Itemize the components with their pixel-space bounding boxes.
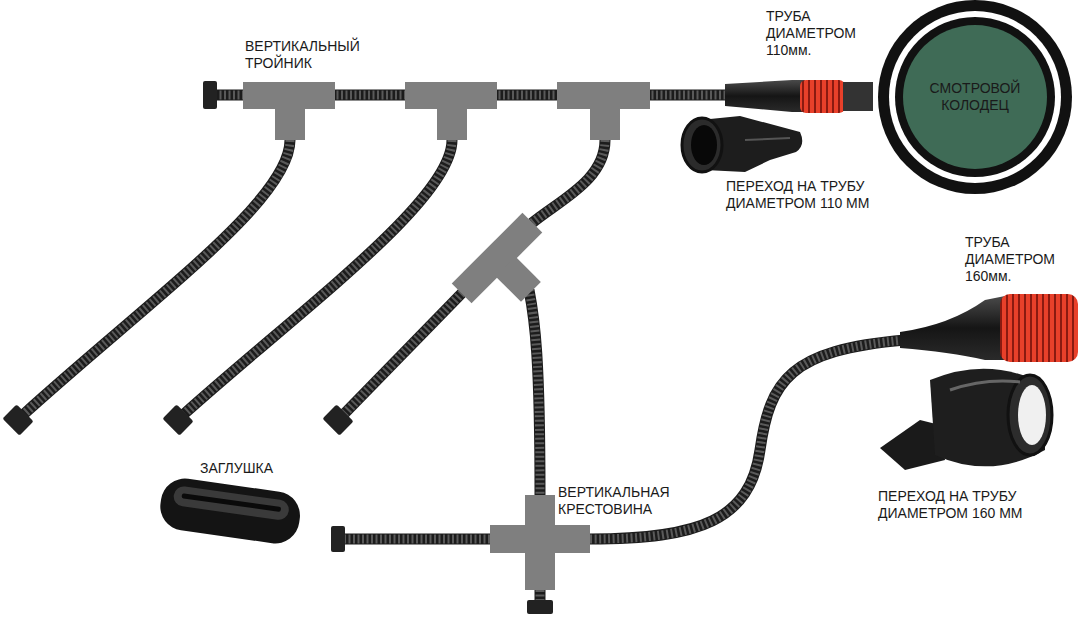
adapter-110-photo: [682, 116, 802, 172]
cross-label: ВЕРТИКАЛЬНАЯ КРЕСТОВИНА: [558, 484, 708, 518]
hose-end-caps: [2, 81, 553, 614]
adapter-label: ПЕРЕХОД НА ТРУБУ ДИАМЕТРОМ 110 ММ: [726, 178, 906, 212]
pipe-110: [725, 80, 873, 113]
hose-ribs: [184, 140, 452, 414]
hose-ribs: [344, 293, 462, 414]
hose-ribs: [532, 140, 605, 223]
hose-ribs: [345, 535, 490, 544]
node-text: СМОТРОВОЙ КОЛОДЕЦ: [914, 80, 1036, 114]
hose-ribs: [529, 290, 540, 495]
plug-photo: [157, 476, 303, 547]
pipe-label: ТРУБА ДИАМЕТРОМ 160мм.: [965, 234, 1073, 284]
adapter-label: ПЕРЕХОД НА ТРУБУ ДИАМЕТРОМ 160 ММ: [878, 488, 1068, 522]
pipe-160: [900, 294, 1078, 362]
tee-label: ВЕРТИКАЛЬНЫЙ ТРОЙНИК: [245, 38, 385, 72]
pipe-label: ТРУБА ДИАМЕТРОМ 110мм.: [766, 8, 886, 58]
manhole-rings: [878, 0, 1072, 194]
plug-label: ЗАГЛУШКА: [200, 460, 273, 477]
hose-ribs: [24, 140, 290, 414]
vertical-tees: [243, 82, 650, 327]
adapter-160-photo: [880, 369, 1052, 470]
manhole-circle: СМОТРОВОЙ КОЛОДЕЦ: [903, 25, 1047, 169]
corrugated-hoses: [24, 95, 905, 602]
